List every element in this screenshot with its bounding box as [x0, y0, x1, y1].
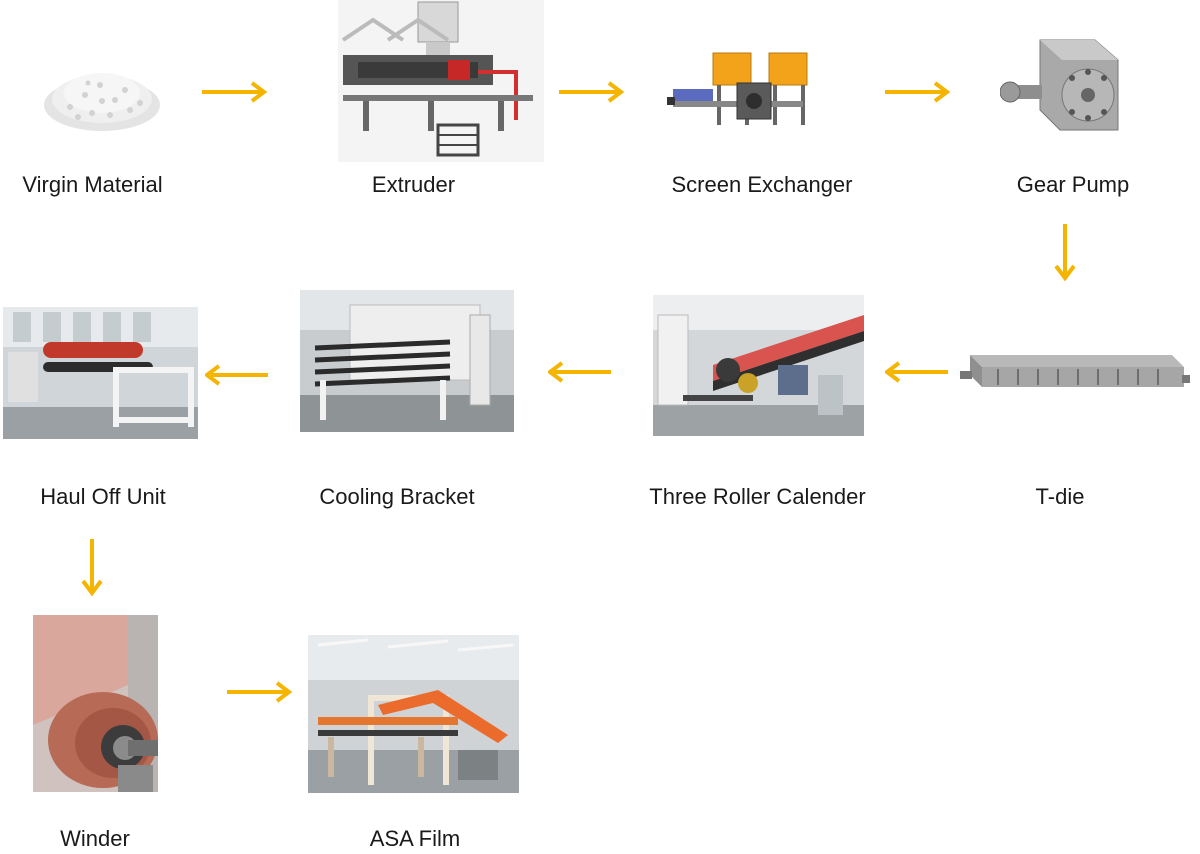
stage-label-asa-film: ASA Film — [369, 826, 461, 851]
screen-exchanger-image — [665, 45, 815, 130]
arrow-left-icon — [885, 360, 950, 384]
three-roller-calender-image — [653, 295, 864, 436]
cooling-bracket-image — [300, 290, 514, 432]
stage-label-cooling-bracket: Cooling Bracket — [319, 484, 475, 509]
stage-label-winder: Winder — [60, 826, 130, 851]
arrow-right-icon — [225, 680, 295, 704]
haul-off-unit-image — [3, 307, 198, 439]
arrow-left-icon — [548, 360, 613, 384]
gear-pump-image — [1000, 30, 1125, 140]
virgin-material-image — [40, 55, 165, 135]
stage-label-gear-pump: Gear Pump — [1016, 172, 1130, 197]
arrow-right-icon — [883, 80, 953, 104]
stage-label-virgin-material: Virgin Material — [22, 172, 163, 197]
stage-label-extruder: Extruder — [371, 172, 456, 197]
stage-label-haul-off-unit: Haul Off Unit — [40, 484, 166, 509]
arrow-left-icon — [205, 363, 270, 387]
stage-label-t-die: T-die — [1035, 484, 1085, 509]
extruder-image — [338, 0, 544, 162]
arrow-right-icon — [557, 80, 627, 104]
arrow-down-icon — [80, 537, 104, 597]
arrow-right-icon — [200, 80, 270, 104]
asa-film-image — [308, 635, 519, 793]
stage-label-screen-exchanger: Screen Exchanger — [671, 172, 853, 197]
t-die-image — [958, 345, 1190, 400]
stage-label-three-roller-calender: Three Roller Calender — [649, 484, 866, 509]
arrow-down-icon — [1053, 222, 1077, 282]
winder-image — [33, 615, 158, 792]
